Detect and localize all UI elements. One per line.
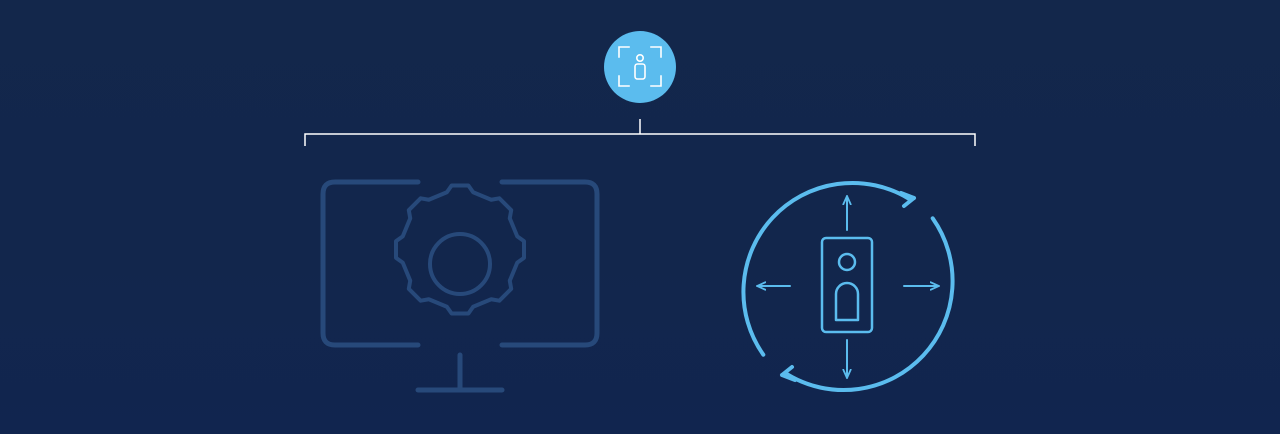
root-node-circle	[604, 31, 676, 103]
rotation-arrowhead-lower	[780, 365, 797, 382]
connector-bar	[304, 133, 976, 146]
person-head-icon	[837, 252, 857, 272]
monitor-frame-right	[499, 179, 600, 348]
person-focus-icon	[618, 46, 662, 87]
rotation-arrowhead-upper	[899, 191, 916, 208]
root-node	[604, 31, 676, 103]
connector-bracket	[304, 119, 976, 146]
rotating-person-panel-icon	[741, 180, 955, 393]
gear-hub-icon	[428, 232, 492, 296]
gear-icon	[394, 183, 526, 316]
device-panel	[820, 236, 874, 334]
rotation-arc-lower	[785, 216, 955, 393]
rotation-arc-upper	[741, 180, 911, 357]
person-body-icon	[834, 281, 860, 322]
monitor-gear-icon	[320, 179, 600, 393]
monitor-frame-left	[320, 179, 421, 348]
